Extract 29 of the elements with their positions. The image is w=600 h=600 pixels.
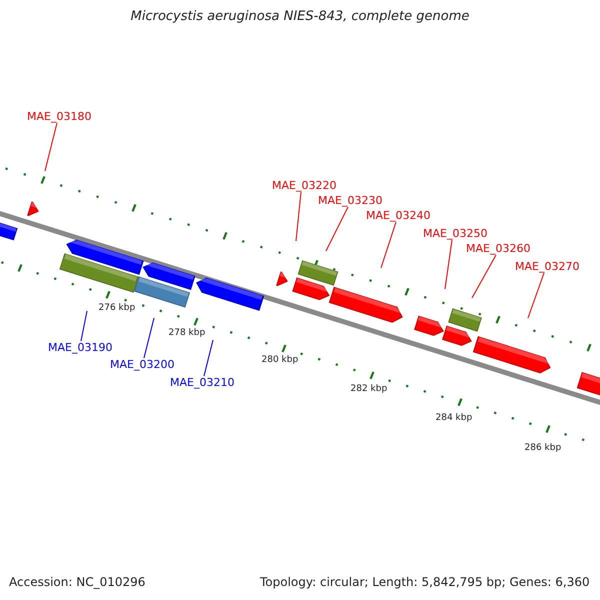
info-text: Accession: NC_010296: [9, 575, 146, 589]
scale-label: 286 kbp: [524, 443, 562, 453]
gene-label: MAE_03180: [27, 110, 92, 122]
gene-label: MAE_03210: [170, 376, 234, 388]
scale-label: 284 kbp: [436, 413, 472, 423]
leader-line: [44, 122, 58, 172]
leader-line: [326, 206, 348, 252]
gene-label: MAE_03260: [466, 242, 530, 254]
leader-line: [204, 340, 214, 376]
scale-label: 282 kbp: [350, 384, 388, 394]
info-text: Topology: circular; Length: 5,842,795 bp; Genes: 6,360: [260, 575, 590, 589]
leader-line: [444, 240, 452, 290]
gene-label: MAE_03250: [423, 226, 488, 240]
scale-label: 280 kbp: [262, 355, 298, 365]
title: Microcystis aeruginosa NIES-843, complete genome: [130, 9, 470, 24]
scale-label: 276 kbp: [98, 303, 136, 313]
leader-line: [144, 318, 154, 358]
leader-line: [528, 272, 544, 318]
gene-label: MAE_03190: [48, 340, 112, 354]
scale-label: 278 kbp: [168, 328, 206, 338]
leader-line: [296, 192, 302, 242]
gene-label: MAE_03230: [318, 194, 382, 206]
leader-line: [80, 310, 88, 342]
gene-label: MAE_03240: [366, 208, 430, 222]
gene-label: MAE_03220: [272, 178, 336, 192]
leader-line: [380, 222, 396, 268]
gene-label: MAE_03270: [515, 260, 580, 272]
gene-label: MAE_03200: [110, 358, 174, 370]
leader-line: [472, 254, 496, 298]
